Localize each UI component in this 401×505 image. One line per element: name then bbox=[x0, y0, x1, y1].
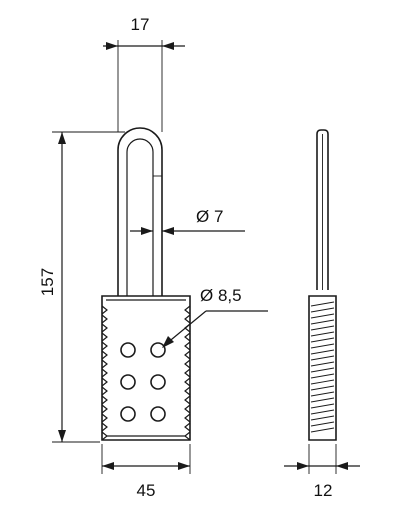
lock-body bbox=[101, 295, 191, 441]
side-rib bbox=[310, 313, 335, 319]
hole-diameter-label: Ø 8,5 bbox=[200, 286, 242, 305]
hole bbox=[150, 342, 166, 358]
hole bbox=[120, 342, 136, 358]
rib bbox=[101, 431, 108, 441]
side-rib bbox=[310, 373, 335, 379]
side-rib bbox=[310, 403, 335, 409]
rib bbox=[101, 422, 108, 432]
side-rib bbox=[310, 427, 335, 433]
side-rib bbox=[310, 415, 335, 421]
side-view-ribs bbox=[310, 301, 335, 433]
side-rib bbox=[310, 319, 335, 325]
rib bbox=[184, 404, 191, 414]
rib bbox=[101, 323, 108, 333]
side-rib bbox=[310, 349, 335, 355]
body-thickness-label: 12 bbox=[314, 481, 333, 500]
side-rib bbox=[310, 379, 335, 385]
side-rib bbox=[310, 331, 335, 337]
rib bbox=[101, 305, 108, 315]
dimension-hole-diameter: Ø 8,5 bbox=[162, 286, 268, 348]
shackle-width-label: 17 bbox=[131, 15, 150, 34]
rib bbox=[184, 422, 191, 432]
rib bbox=[101, 413, 108, 423]
rib bbox=[101, 350, 108, 360]
side-rib bbox=[310, 355, 335, 361]
shackle bbox=[117, 127, 163, 296]
rib bbox=[184, 386, 191, 396]
rib bbox=[184, 332, 191, 342]
side-rib bbox=[310, 397, 335, 403]
side-rib bbox=[310, 343, 335, 349]
dimension-overall-height: 157 bbox=[38, 131, 125, 443]
rib bbox=[184, 413, 191, 423]
body-width-label: 45 bbox=[137, 481, 156, 500]
side-rib bbox=[310, 385, 335, 391]
dimension-body-thickness: 12 bbox=[284, 444, 360, 500]
side-rib bbox=[310, 325, 335, 331]
rib bbox=[101, 368, 108, 378]
side-rib bbox=[310, 391, 335, 397]
hole bbox=[120, 406, 136, 422]
rib bbox=[184, 314, 191, 324]
rib bbox=[101, 386, 108, 396]
side-rib bbox=[310, 409, 335, 415]
rib bbox=[101, 341, 108, 351]
rib bbox=[184, 305, 191, 315]
shackle-diameter-label: Ø 7 bbox=[196, 207, 223, 226]
side-rib bbox=[310, 307, 335, 313]
rib bbox=[184, 377, 191, 387]
hole bbox=[150, 374, 166, 390]
side-rib bbox=[310, 367, 335, 373]
rib bbox=[101, 395, 108, 405]
hole bbox=[120, 374, 136, 390]
rib bbox=[101, 404, 108, 414]
rib bbox=[101, 377, 108, 387]
ribs-left bbox=[101, 305, 108, 441]
side-rib bbox=[310, 301, 335, 307]
rib bbox=[184, 395, 191, 405]
side-rib bbox=[310, 421, 335, 427]
rib bbox=[184, 341, 191, 351]
rib bbox=[101, 332, 108, 342]
rib bbox=[184, 359, 191, 369]
rib bbox=[184, 431, 191, 441]
rib bbox=[101, 359, 108, 369]
rib bbox=[184, 368, 191, 378]
side-rib bbox=[310, 337, 335, 343]
rib bbox=[184, 350, 191, 360]
dimension-shackle-width: 17 bbox=[103, 15, 185, 132]
overall-height-label: 157 bbox=[38, 268, 57, 296]
rib bbox=[101, 314, 108, 324]
dimension-body-width: 45 bbox=[101, 444, 191, 500]
side-rib bbox=[310, 361, 335, 367]
side-view bbox=[308, 129, 337, 441]
dimension-shackle-diameter: Ø 7 bbox=[130, 207, 245, 235]
hole bbox=[150, 406, 166, 422]
hole-grid bbox=[120, 342, 166, 422]
